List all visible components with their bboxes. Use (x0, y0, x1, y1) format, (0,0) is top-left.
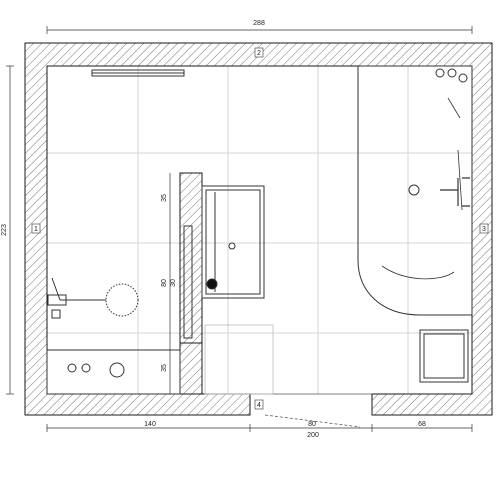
floor-drain-icon (109, 362, 125, 378)
bath-mat (204, 324, 274, 395)
dim-partition-top: 35 (161, 194, 168, 202)
dim-bottom-total: 200 (307, 432, 319, 439)
outer-wall (24, 42, 493, 416)
dim-bottom-left: 140 (144, 421, 156, 428)
shower-bench (46, 349, 181, 395)
wall-tag-top: 2 (257, 50, 261, 57)
control-knob-icon (81, 363, 91, 373)
wall-tags (31, 47, 489, 410)
shower-mixer-icon (47, 277, 67, 319)
shower-glass-panel (183, 225, 193, 339)
dim-bottom-right: 68 (418, 421, 426, 428)
dim-top-total: 288 (253, 20, 265, 27)
dimension-lines (6, 26, 473, 432)
tub-drain-icon (408, 184, 420, 196)
partition-wall-lower (179, 342, 203, 395)
control-knob-icon (67, 363, 77, 373)
dim-left-total: 223 (1, 224, 8, 236)
dim-partition-mid-b: 30 (170, 279, 177, 287)
dim-bottom-door: 80 (308, 421, 316, 428)
rain-shower-head-icon (105, 283, 139, 317)
shower (47, 225, 193, 339)
walls (24, 42, 493, 416)
wall-tag-bottom: 4 (257, 402, 261, 409)
tub-faucet-icon (440, 177, 470, 207)
vanity-drain-icon (206, 278, 218, 290)
dim-partition-bottom: 35 (161, 364, 168, 372)
bathtub (357, 65, 473, 316)
vanity-cabinet (201, 185, 265, 299)
partition-wall (179, 172, 203, 344)
towel-rail (91, 69, 185, 77)
dim-partition-mid-a: 80 (161, 279, 168, 287)
wall-tag-right: 3 (482, 226, 486, 233)
wall-tag-left: 1 (34, 226, 38, 233)
laundry-basket (419, 329, 469, 383)
